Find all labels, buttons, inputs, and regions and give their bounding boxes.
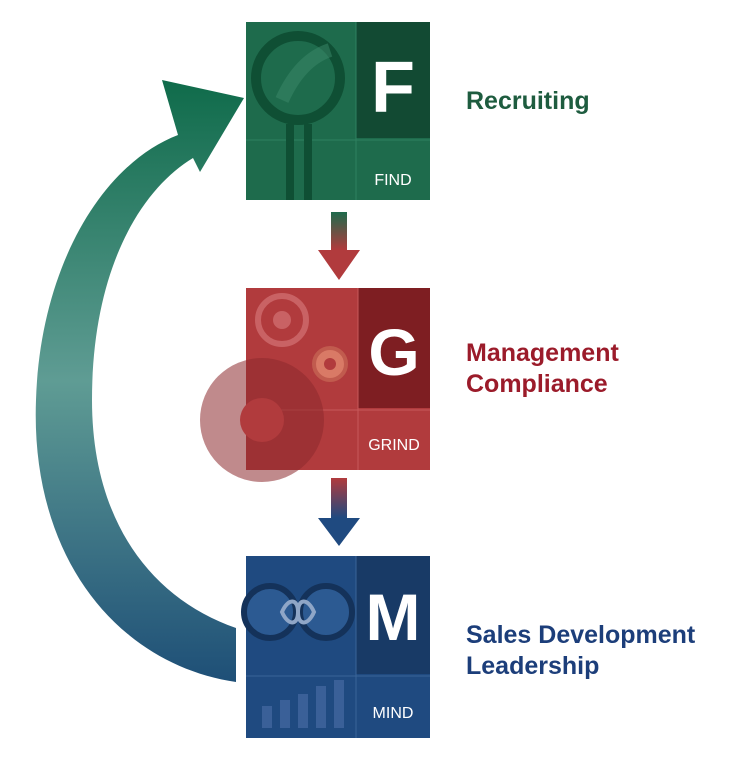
cycle-arrow [35,80,244,682]
cycle-arrow-body [35,80,244,682]
recruiting-label-line: Recruiting [466,87,590,115]
arrow-grind-to-mind [318,478,360,546]
gears-icon [200,293,348,482]
compliance-label-line: Compliance [466,370,608,398]
find-letter-panel [356,22,430,138]
mind-word: MIND [373,705,414,722]
recruiting-label: Recruiting [466,86,590,117]
sales-development-label-line: Sales Development [466,621,696,649]
find-tile: F FIND [246,22,430,200]
find-word: FIND [374,172,411,189]
mind-letter-panel [356,556,430,674]
arrow-find-to-grind [318,212,360,280]
mind-tile: M MIND [241,556,430,738]
magnifier-icon [251,31,345,200]
grind-letter-panel [358,288,430,408]
infinity-chart-icon [241,583,355,728]
grind-word: GRIND [368,437,420,454]
grind-tile: G GRIND [200,288,430,482]
mind-letter: M [366,580,421,654]
leadership-label-line: Leadership [466,652,600,680]
grind-letter: G [368,315,419,389]
sales-development-leadership-label: Sales Development Leadership [466,620,695,682]
management-label-line: Management [466,339,619,367]
management-compliance-label: Management Compliance [466,338,619,400]
find-letter: F [371,48,415,128]
